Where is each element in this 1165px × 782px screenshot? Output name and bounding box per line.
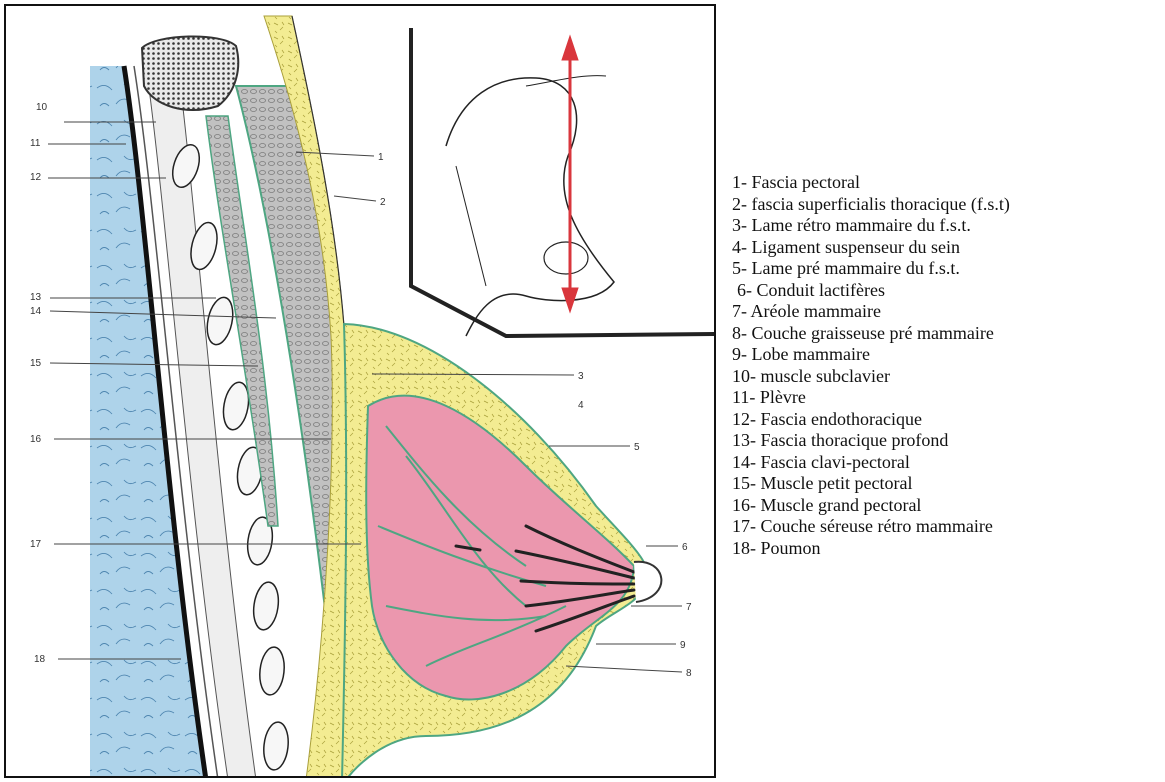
anatomy-illustration: 1 2 3 4 5 6 7 8 9 10 11 12 13 14 15 16 1… [6,6,716,778]
legend-item: 9- Lobe mammaire [732,344,1010,366]
figure-number: 10 [36,102,48,113]
legend-item: 12- Fascia endothoracique [732,409,1010,431]
figure-number: 7 [686,602,692,613]
figure-number: 16 [30,434,42,445]
legend-item: 7- Aréole mammaire [732,301,1010,323]
figure-number: 9 [680,640,686,651]
legend-item: 14- Fascia clavi-pectoral [732,452,1010,474]
legend-item: 15- Muscle petit pectoral [732,473,1010,495]
figure-number: 13 [30,292,42,303]
legend-item: 13- Fascia thoracique profond [732,430,1010,452]
figure-number: 6 [682,542,688,553]
figure-number: 17 [30,539,42,550]
legend-item: 2- fascia superficialis thoracique (f.s.… [732,194,1010,216]
figure-number: 15 [30,358,42,369]
anatomy-figure: 1 2 3 4 5 6 7 8 9 10 11 12 13 14 15 16 1… [4,4,716,778]
figure-number: 14 [30,306,42,317]
figure-number: 3 [578,371,584,382]
legend-item: 1- Fascia pectoral [732,172,1010,194]
figure-number: 11 [30,138,41,149]
figure-number: 12 [30,172,42,183]
legend-item: 10- muscle subclavier [732,366,1010,388]
legend-item: 11- Plèvre [732,387,1010,409]
figure-number: 18 [34,654,46,665]
legend-item: 18- Poumon [732,538,1010,560]
legend-item: 3- Lame rétro mammaire du f.s.t. [732,215,1010,237]
figure-number: 2 [380,197,386,208]
clavicle [142,36,238,109]
legend-item: 8- Couche graisseuse pré mammaire [732,323,1010,345]
legend-list: 1- Fascia pectoral 2- fascia superficial… [732,172,1010,559]
figure-number: 5 [634,442,640,453]
legend-item: 17- Couche séreuse rétro mammaire [732,516,1010,538]
legend-item: 16- Muscle grand pectoral [732,495,1010,517]
figure-number: 4 [578,400,584,411]
figure-number: 8 [686,668,692,679]
legend-item: 4- Ligament suspenseur du sein [732,237,1010,259]
figure-number: 1 [378,152,384,163]
legend-item: 5- Lame pré mammaire du f.s.t. [732,258,1010,280]
nipple [634,562,661,602]
legend-item: 6- Conduit lactifères [732,280,1010,302]
